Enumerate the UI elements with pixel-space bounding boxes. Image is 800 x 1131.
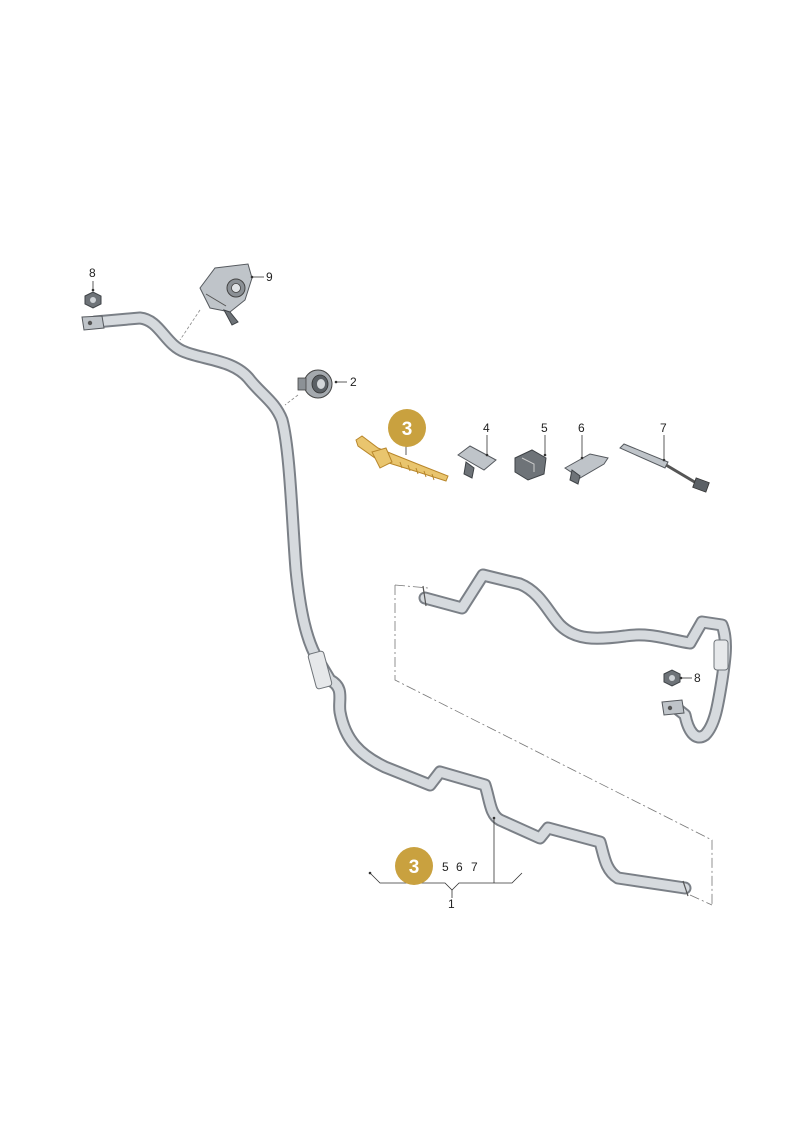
cable-connector-7-icon — [619, 443, 710, 493]
detail-frame — [394, 584, 713, 906]
callout-6: 6 — [578, 421, 585, 435]
callout-5: 5 — [541, 421, 548, 435]
nut-right-icon — [663, 669, 681, 687]
callout-7: 7 — [660, 421, 667, 435]
badge-3-top: 3 — [388, 409, 426, 447]
bracket-icon — [199, 263, 253, 326]
cable-sleeve — [307, 650, 333, 690]
callout-bottom-5: 5 — [442, 860, 449, 874]
callout-2: 2 — [350, 375, 357, 389]
callout-bottom-6: 6 — [456, 860, 463, 874]
callout-9: 9 — [266, 270, 273, 284]
clip-4-icon — [457, 445, 497, 479]
clip-5-icon — [514, 449, 547, 481]
nut-top-icon — [84, 291, 102, 309]
cable-tie-highlighted-icon — [355, 435, 449, 482]
detail-cable — [418, 568, 732, 744]
callout-8-top: 8 — [89, 266, 96, 280]
svg-text:3: 3 — [409, 857, 420, 878]
main-cable — [81, 311, 692, 897]
callout-4: 4 — [483, 421, 490, 435]
callout-bottom-1: 1 — [448, 897, 455, 911]
detail-cable-sleeve — [713, 639, 729, 671]
callout-8-right: 8 — [694, 671, 701, 685]
bottom-callout-group: 3 5 6 7 1 — [368, 816, 523, 911]
svg-text:3: 3 — [402, 419, 413, 440]
grommet-icon — [297, 369, 333, 399]
ring-terminal-right — [661, 699, 685, 716]
callout-bottom-7: 7 — [471, 860, 478, 874]
badge-3-bottom: 3 — [395, 847, 433, 885]
clip-6-icon — [564, 453, 609, 485]
ring-terminal-left — [81, 315, 105, 331]
